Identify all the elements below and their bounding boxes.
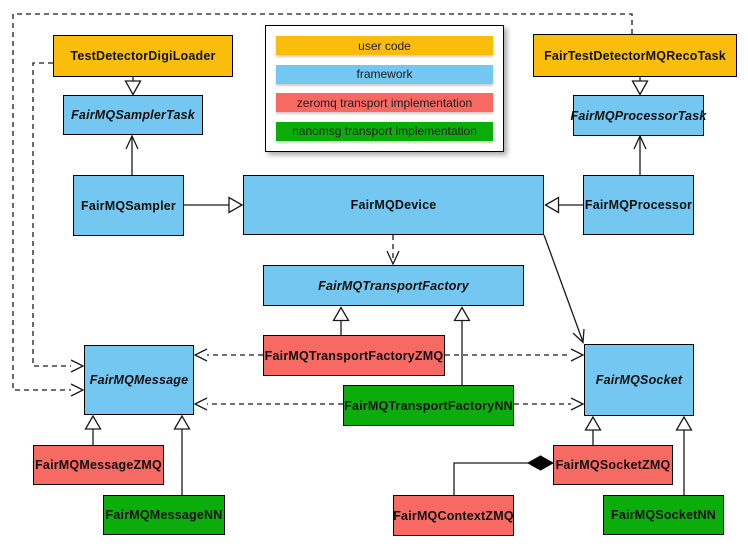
node-fairmqsocketzmq: FairMQSocketZMQ <box>553 445 673 485</box>
edge-dep-digiloader-message <box>32 62 85 373</box>
node-testdetectordigiloader: TestDetectorDigiLoader <box>53 35 233 77</box>
node-fairmqprocessor: FairMQProcessor <box>583 175 694 235</box>
edge-inherit-transportfactoryzmq-transportfactory <box>332 306 350 335</box>
node-label: FairMQMessageZMQ <box>35 458 162 472</box>
node-fairmqmessage: FairMQMessage <box>84 345 194 415</box>
node-label: FairMQSamplerTask <box>71 108 195 122</box>
node-fairmqsamplertask: FairMQSamplerTask <box>63 95 203 135</box>
node-label: FairTestDetectorMQRecoTask <box>544 48 726 63</box>
node-fairtestdetectormqrecotask: FairTestDetectorMQRecoTask <box>533 34 737 77</box>
node-label: FairMQDevice <box>350 198 437 212</box>
node-fairmqdevice: FairMQDevice <box>243 175 544 235</box>
legend-item-nanomsg: nanomsg transport implementation <box>276 121 493 141</box>
node-label: FairMQContextZMQ <box>393 508 514 523</box>
node-label: FairMQSocketNN <box>611 508 716 522</box>
edge-dep-device-transportfactory <box>386 235 400 266</box>
edge-comp-contextzmq-socketzmq <box>453 455 555 495</box>
edge-inherit-processor-device <box>544 196 583 214</box>
edge-inherit-transportfactorynn-transportfactory <box>453 306 471 385</box>
node-label: FairMQMessage <box>89 373 189 387</box>
node-label: FairMQMessageNN <box>105 508 223 522</box>
node-label: TestDetectorDigiLoader <box>70 49 216 63</box>
edge-dep-transportfactoryzmq-socket <box>445 348 585 362</box>
node-fairmqsampler: FairMQSampler <box>73 175 184 236</box>
node-fairmqsocketnn: FairMQSocketNN <box>603 495 724 535</box>
edge-inherit-socketzmq-socket <box>584 415 602 445</box>
edge-inherit-sampler-device <box>184 196 244 214</box>
legend-item-user-code: user code <box>276 36 493 55</box>
node-fairmqmessagezmq: FairMQMessageZMQ <box>33 445 164 485</box>
edge-inherit-messagenn-message <box>173 414 191 495</box>
node-fairmqcontextzmq: FairMQContextZMQ <box>393 495 514 536</box>
edge-inherit-socketnn-socket <box>675 415 693 495</box>
edge-dep-transportfactoryzmq-message <box>193 348 263 362</box>
edge-assoc-processor-processortask <box>633 134 647 175</box>
node-label: FairMQSampler <box>81 198 176 213</box>
edge-assoc-sampler-samplertask <box>125 134 139 175</box>
legend-item-zeromq: zeromq transport implementation <box>276 93 493 113</box>
edge-inherit-messagezmq-message <box>84 414 102 445</box>
node-fairmqsocket: FairMQSocket <box>584 344 694 416</box>
node-label: FairMQTransportFactory <box>318 278 469 293</box>
node-fairmqmessagenn: FairMQMessageNN <box>103 495 225 535</box>
node-label: FairMQSocket <box>595 373 683 387</box>
node-fairmqtransportfactory: FairMQTransportFactory <box>263 265 524 306</box>
node-fairmqtransportfactorynn: FairMQTransportFactoryNN <box>343 385 514 426</box>
node-label: FairMQSocketZMQ <box>555 458 671 472</box>
edge-inherit-recotask-processortask <box>631 77 649 96</box>
node-label: FairMQProcessor <box>584 198 693 212</box>
node-label: FairMQTransportFactoryZMQ <box>264 348 444 363</box>
edge-dep-transportfactorynn-message <box>193 397 343 411</box>
legend: user code framework zeromq transport imp… <box>265 25 504 152</box>
node-label: FairMQTransportFactoryNN <box>344 398 513 413</box>
node-label: FairMQProcessorTask <box>570 108 707 123</box>
node-fairmqtransportfactoryzmq: FairMQTransportFactoryZMQ <box>263 335 445 376</box>
legend-item-framework: framework <box>276 64 493 84</box>
edge-dep-transportfactorynn-socket <box>514 397 585 411</box>
edge-inherit-digiloader-samplertask <box>124 77 142 96</box>
edge-dep-recotask-message <box>12 13 633 397</box>
node-fairmqprocessortask: FairMQProcessorTask <box>570 95 707 136</box>
edge-assoc-device-socket <box>543 234 585 344</box>
